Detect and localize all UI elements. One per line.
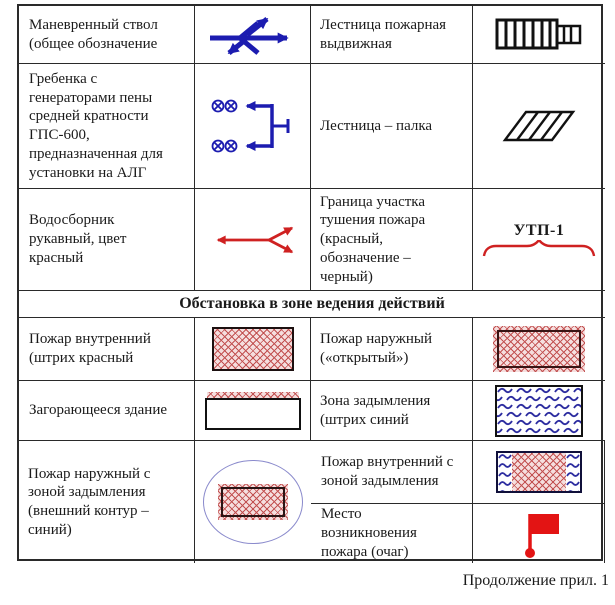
utp-sector-label: УТП-1	[513, 221, 565, 239]
cell-exterior-fire-label: Пожар наружный («открытый»)	[311, 318, 473, 381]
smoke-waves	[497, 386, 581, 435]
cell-interior-fire-symbol	[195, 318, 311, 381]
footer-continuation-note: Продолжение прил. 1	[462, 572, 609, 589]
interior-fire-hatch-center	[511, 453, 566, 491]
exterior-fire-smoke-hatch	[218, 484, 288, 520]
cell-smoke-zone-label: Зона задымления (штрих синий	[311, 381, 473, 441]
section-header: Обстановка в зоне ведения действий	[19, 291, 605, 318]
utp-boundary-brace-icon	[482, 239, 596, 256]
building-roof-hatch	[206, 391, 299, 398]
cell-stick-ladder-symbol	[473, 64, 605, 189]
cell-foam-comb-label: Гребенка с генераторами пены средней кра…	[19, 64, 195, 189]
building-walls	[204, 397, 301, 430]
cell-foam-comb-symbol	[195, 64, 311, 189]
cell-fire-origin-label: Место возникновения пожара (очаг)	[311, 504, 473, 563]
cell-interior-fire-smoke-symbol	[473, 441, 605, 504]
cell-ignition-building-symbol	[195, 381, 311, 441]
exterior-fire-smoke-core	[221, 487, 285, 517]
smoke-zone-icon	[495, 384, 583, 437]
fire-origin-flag-icon	[524, 513, 559, 558]
cell-exterior-fire-smoke-label: Пожар наружный с зоной задымления (внешн…	[19, 441, 195, 563]
cell-ignition-building-label: Загорающееся здание	[19, 381, 195, 441]
cell-interior-fire-label: Пожар внутренний (штрих красный	[19, 318, 195, 381]
maneuverable-nozzle-icon	[209, 16, 289, 55]
exterior-fire-core	[497, 330, 581, 368]
stick-ladder-icon	[502, 110, 576, 142]
cell-maneuverable-nozzle-symbol	[195, 6, 311, 64]
exterior-fire-with-smoke-icon	[203, 460, 303, 544]
cell-exterior-fire-symbol	[473, 318, 605, 381]
cell-maneuverable-nozzle-label: Маневренный ствол (общее обозначение	[19, 6, 195, 64]
symbols-table: Маневренный ствол (общее обозначение Лес…	[17, 4, 605, 563]
smoke-waves-left	[497, 453, 512, 491]
cell-extension-ladder-symbol	[473, 6, 605, 64]
gps600-foam-comb-icon	[211, 99, 289, 153]
cell-water-collector-symbol	[195, 189, 311, 291]
interior-fire-with-smoke-icon	[495, 451, 582, 493]
exterior-fire-icon	[493, 326, 585, 372]
cell-utp-boundary-symbol: УТП-1	[473, 189, 605, 291]
ignition-building-icon	[204, 391, 301, 430]
cell-extension-ladder-label: Лестница пожарная выдвижная	[311, 6, 473, 64]
cell-utp-boundary-label: Граница участка тушения пожара (красный,…	[311, 189, 473, 291]
cell-interior-fire-smoke-label: Пожар внутренний с зоной задымления	[311, 441, 473, 504]
cell-smoke-zone-symbol	[473, 381, 605, 441]
cell-water-collector-label: Водосборник рукавный, цвет красный	[19, 189, 195, 291]
extension-fire-ladder-icon	[495, 18, 582, 49]
cell-exterior-fire-smoke-symbol	[195, 441, 311, 563]
cell-fire-origin-symbol	[473, 504, 605, 563]
cell-stick-ladder-label: Лестница – палка	[311, 64, 473, 189]
interior-fire-icon	[211, 327, 294, 371]
hose-water-collector-icon	[216, 226, 293, 253]
smoke-waves-right	[565, 453, 580, 491]
